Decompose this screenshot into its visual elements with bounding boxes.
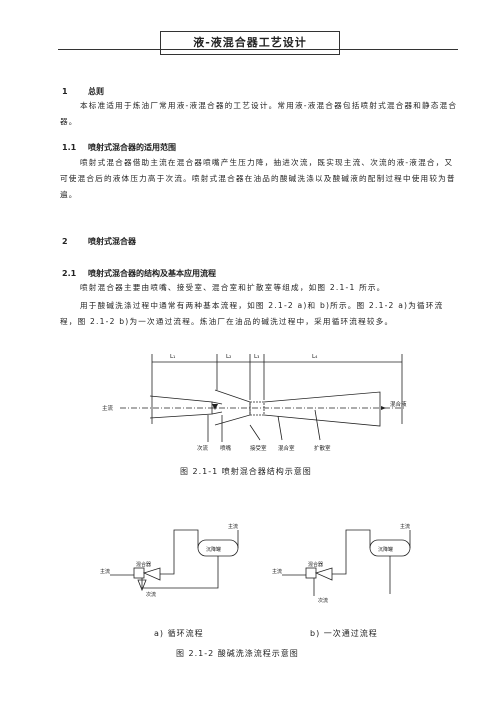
section-2-heading: 2 喷射式混合器	[62, 236, 136, 247]
settler-label: 沉降罐	[378, 546, 393, 553]
section-title: 喷射式混合器的结构及基本应用流程	[88, 269, 216, 278]
ejector-symbol	[314, 567, 333, 581]
section-number: 2.1	[62, 269, 77, 278]
mixing-chamber	[249, 401, 265, 416]
diffuser	[263, 391, 381, 427]
section-number: 2	[62, 237, 68, 246]
paragraph-3: 喷射混合器主要由喷嘴、接受室、混合室和扩散室等组成，如图 2.1-1 所示。	[60, 280, 458, 296]
nozzle-tip	[211, 401, 223, 405]
inlet-pipe	[149, 395, 213, 419]
nozzle-tip	[211, 411, 223, 415]
paragraph-4: 用于酸碱洗涤过程中通常有两种基本流程，如图 2.1-2 a)和 b)所示。图 2…	[60, 298, 458, 330]
settler-label: 沉降罐	[206, 546, 221, 553]
dimension-label: L₁	[170, 354, 175, 360]
diffuser-label: 扩散室	[314, 444, 331, 452]
section-number: 1	[62, 87, 68, 96]
leader-line	[314, 409, 321, 441]
circulation-flow-diagram: 主流 混合器 次流 沉降罐 主流	[100, 523, 239, 598]
paragraph-2: 喷射式混合器借助主流在混合器喷嘴产生压力降，抽进次流，既实现主流、次流的液-液混…	[60, 155, 458, 203]
pipe-to-tank	[160, 529, 199, 575]
section-number: 1.1	[62, 143, 77, 152]
paragraph-text: 用于酸碱洗涤过程中通常有两种基本流程，如图 2.1-2 a)和 b)所示。图 2…	[60, 301, 444, 326]
section-title: 喷射式混合器	[88, 237, 136, 246]
dimension-label: L₃	[254, 354, 259, 360]
sub-caption-b: b) 一次通过流程	[310, 629, 378, 638]
main-flow-label: 主流	[100, 568, 110, 575]
secondary-flow-label: 次流	[146, 591, 156, 598]
mixer-label: 混合器	[308, 561, 323, 568]
outflow-label: 主流	[228, 523, 238, 530]
section-1-heading: 1 总则	[62, 86, 104, 97]
flow-arrow	[381, 406, 386, 410]
single-pass-flow-diagram: 主流 混合器 次流 沉降罐 主流	[272, 523, 411, 604]
receiving-chamber	[214, 389, 251, 426]
figure-2-caption: 图 2.1-2 酸碱洗涤流程示意图	[176, 649, 299, 658]
mixing-chamber-label: 混合室	[278, 444, 295, 452]
dimension-label: L₄	[312, 354, 318, 360]
main-flow-label: 主流	[102, 404, 114, 412]
paragraph-text: 本标准适用于炼油厂常用液-液混合器的工艺设计。常用液-液混合器包括喷射式混合器和…	[60, 101, 458, 126]
mixer-box	[305, 567, 317, 579]
section-title: 喷射式混合器的适用范围	[88, 143, 176, 152]
mixer-label: 混合器	[136, 561, 151, 568]
mixed-flow-label: 混合液	[390, 400, 407, 408]
ejector-mixer-diagram: L₁ L₂ L₃ L₄ 主流 混合液 次流 喷嘴 接受室 混合室 扩散室	[102, 354, 407, 452]
secondary-flow-label: 次流	[197, 444, 209, 452]
nozzle-label: 喷嘴	[220, 444, 232, 452]
flow-arrow	[212, 404, 218, 410]
paragraph-1: 本标准适用于炼油厂常用液-液混合器的工艺设计。常用液-液混合器包括喷射式混合器和…	[60, 98, 458, 130]
section-1-1-heading: 1.1 喷射式混合器的适用范围	[62, 142, 176, 153]
receiving-chamber-label: 接受室	[250, 444, 267, 452]
ejector-symbol	[142, 567, 161, 581]
paragraph-text: 喷射式混合器借助主流在混合器喷嘴产生压力降，抽进次流，既实现主流、次流的液-液混…	[60, 158, 456, 199]
figure-1-caption: 图 2.1-1 喷射混合器结构示意图	[180, 467, 312, 476]
recycle-line	[141, 556, 219, 589]
outflow-label: 主流	[400, 523, 410, 530]
paragraph-text: 喷射混合器主要由喷嘴、接受室、混合室和扩散室等组成，如图 2.1-1 所示。	[80, 283, 386, 292]
main-flow-label: 主流	[272, 568, 282, 575]
header-rule	[58, 49, 458, 50]
leader-line	[277, 415, 283, 441]
mixer-box	[133, 567, 145, 579]
leader-line	[249, 424, 261, 441]
secondary-flow-label: 次流	[318, 597, 328, 604]
sub-caption-a: a) 循环流程	[154, 629, 204, 638]
pipe-to-tank	[332, 529, 371, 575]
pump-symbol	[137, 579, 147, 592]
section-title: 总则	[88, 87, 104, 96]
dimension-label: L₂	[226, 354, 231, 360]
section-2-1-heading: 2.1 喷射式混合器的结构及基本应用流程	[62, 268, 216, 279]
document-title: 液-液混合器工艺设计	[160, 31, 340, 55]
